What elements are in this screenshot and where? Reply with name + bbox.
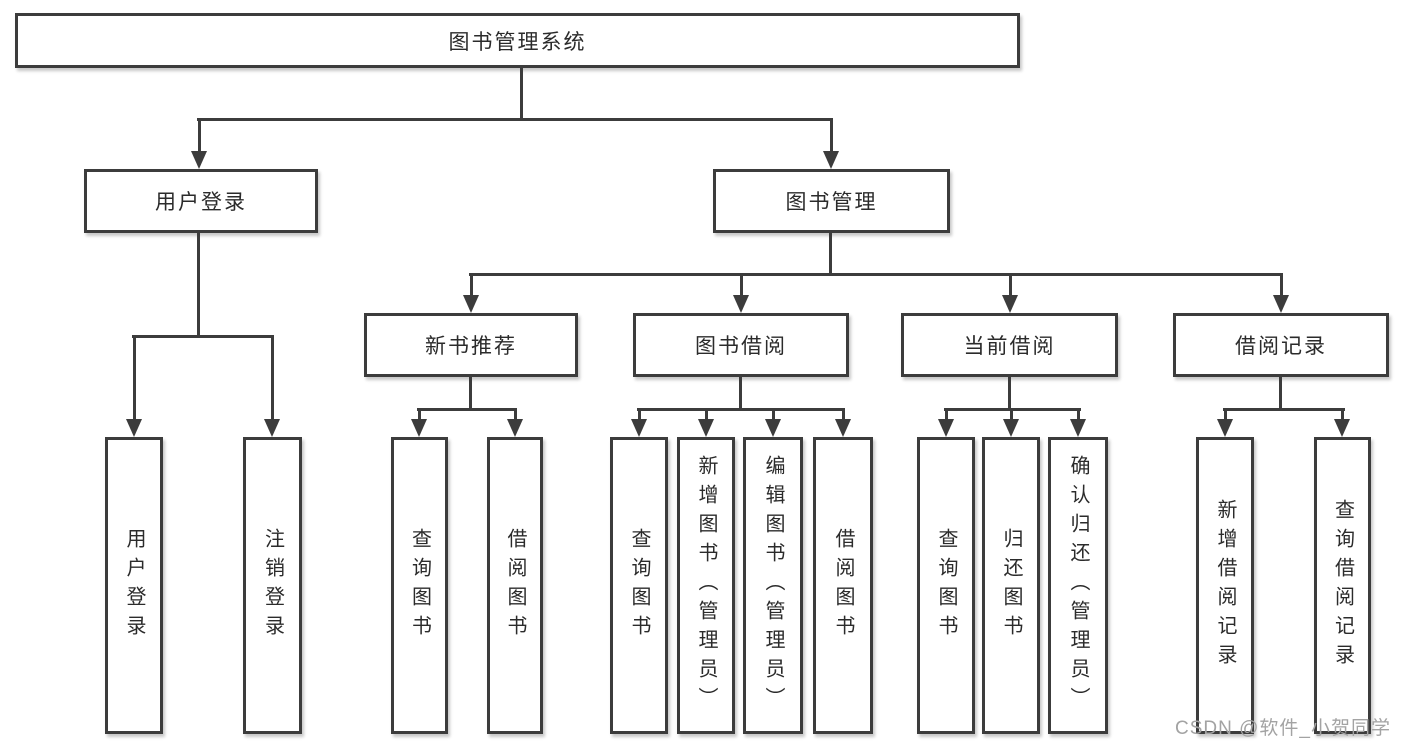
- node-new-book-recommendation: 新书推荐: [364, 313, 578, 377]
- arrow-down-icon: [264, 338, 281, 437]
- connector-line: [469, 273, 1283, 276]
- csdn-watermark: CSDN @软件_小贺同学: [1175, 718, 1391, 739]
- arrow-down-icon: [765, 411, 782, 437]
- arrow-down-icon: [1334, 411, 1351, 437]
- arrow-down-icon: [1002, 276, 1019, 313]
- arrow-down-icon: [938, 411, 955, 437]
- connector-line: [520, 68, 523, 118]
- leaf-logout: 注销登录: [243, 437, 302, 734]
- arrow-down-icon: [631, 411, 648, 437]
- arrow-down-icon: [411, 411, 428, 437]
- connector-line: [1279, 377, 1282, 408]
- connector-line: [197, 233, 200, 335]
- node-borrowing-records: 借阅记录: [1173, 313, 1389, 377]
- leaf-confirm-return-admin: 确认归还（管理员）: [1048, 437, 1108, 734]
- leaf-borrow-books: 借阅图书: [813, 437, 873, 734]
- arrow-down-icon: [733, 276, 750, 313]
- node-library-management-system: 图书管理系统: [15, 13, 1020, 68]
- connector-line: [197, 118, 833, 121]
- arrow-down-icon: [1273, 276, 1290, 313]
- arrow-down-icon: [1070, 411, 1087, 437]
- leaf-query-books-borrow: 查询图书: [610, 437, 668, 734]
- leaf-query-books-current: 查询图书: [917, 437, 975, 734]
- leaf-query-books-recommend: 查询图书: [391, 437, 448, 734]
- leaf-return-book: 归还图书: [982, 437, 1040, 734]
- connector-line: [637, 408, 845, 411]
- leaf-add-book-admin: 新增图书（管理员）: [677, 437, 735, 734]
- connector-line: [739, 377, 742, 408]
- connector-line: [829, 233, 832, 273]
- leaf-borrow-books-recommend: 借阅图书: [487, 437, 543, 734]
- arrow-down-icon: [698, 411, 715, 437]
- leaf-add-borrow-record: 新增借阅记录: [1196, 437, 1254, 734]
- arrow-down-icon: [1003, 411, 1020, 437]
- node-book-borrowing: 图书借阅: [633, 313, 849, 377]
- connector-line: [132, 335, 274, 338]
- leaf-user-login: 用户登录: [105, 437, 163, 734]
- connector-line: [1223, 408, 1345, 411]
- connector-line: [1008, 377, 1011, 408]
- node-book-management: 图书管理: [713, 169, 950, 233]
- arrow-down-icon: [191, 121, 208, 169]
- connector-line: [417, 408, 517, 411]
- leaf-query-borrow-record: 查询借阅记录: [1314, 437, 1371, 734]
- arrow-down-icon: [126, 338, 143, 437]
- connector-line: [469, 377, 472, 408]
- arrow-down-icon: [463, 276, 480, 313]
- arrow-down-icon: [1217, 411, 1234, 437]
- node-user-login: 用户登录: [84, 169, 318, 233]
- connector-line: [944, 408, 1081, 411]
- arrow-down-icon: [823, 121, 840, 169]
- arrow-down-icon: [507, 411, 524, 437]
- leaf-edit-book-admin: 编辑图书（管理员）: [743, 437, 803, 734]
- node-current-borrowing: 当前借阅: [901, 313, 1118, 377]
- arrow-down-icon: [835, 411, 852, 437]
